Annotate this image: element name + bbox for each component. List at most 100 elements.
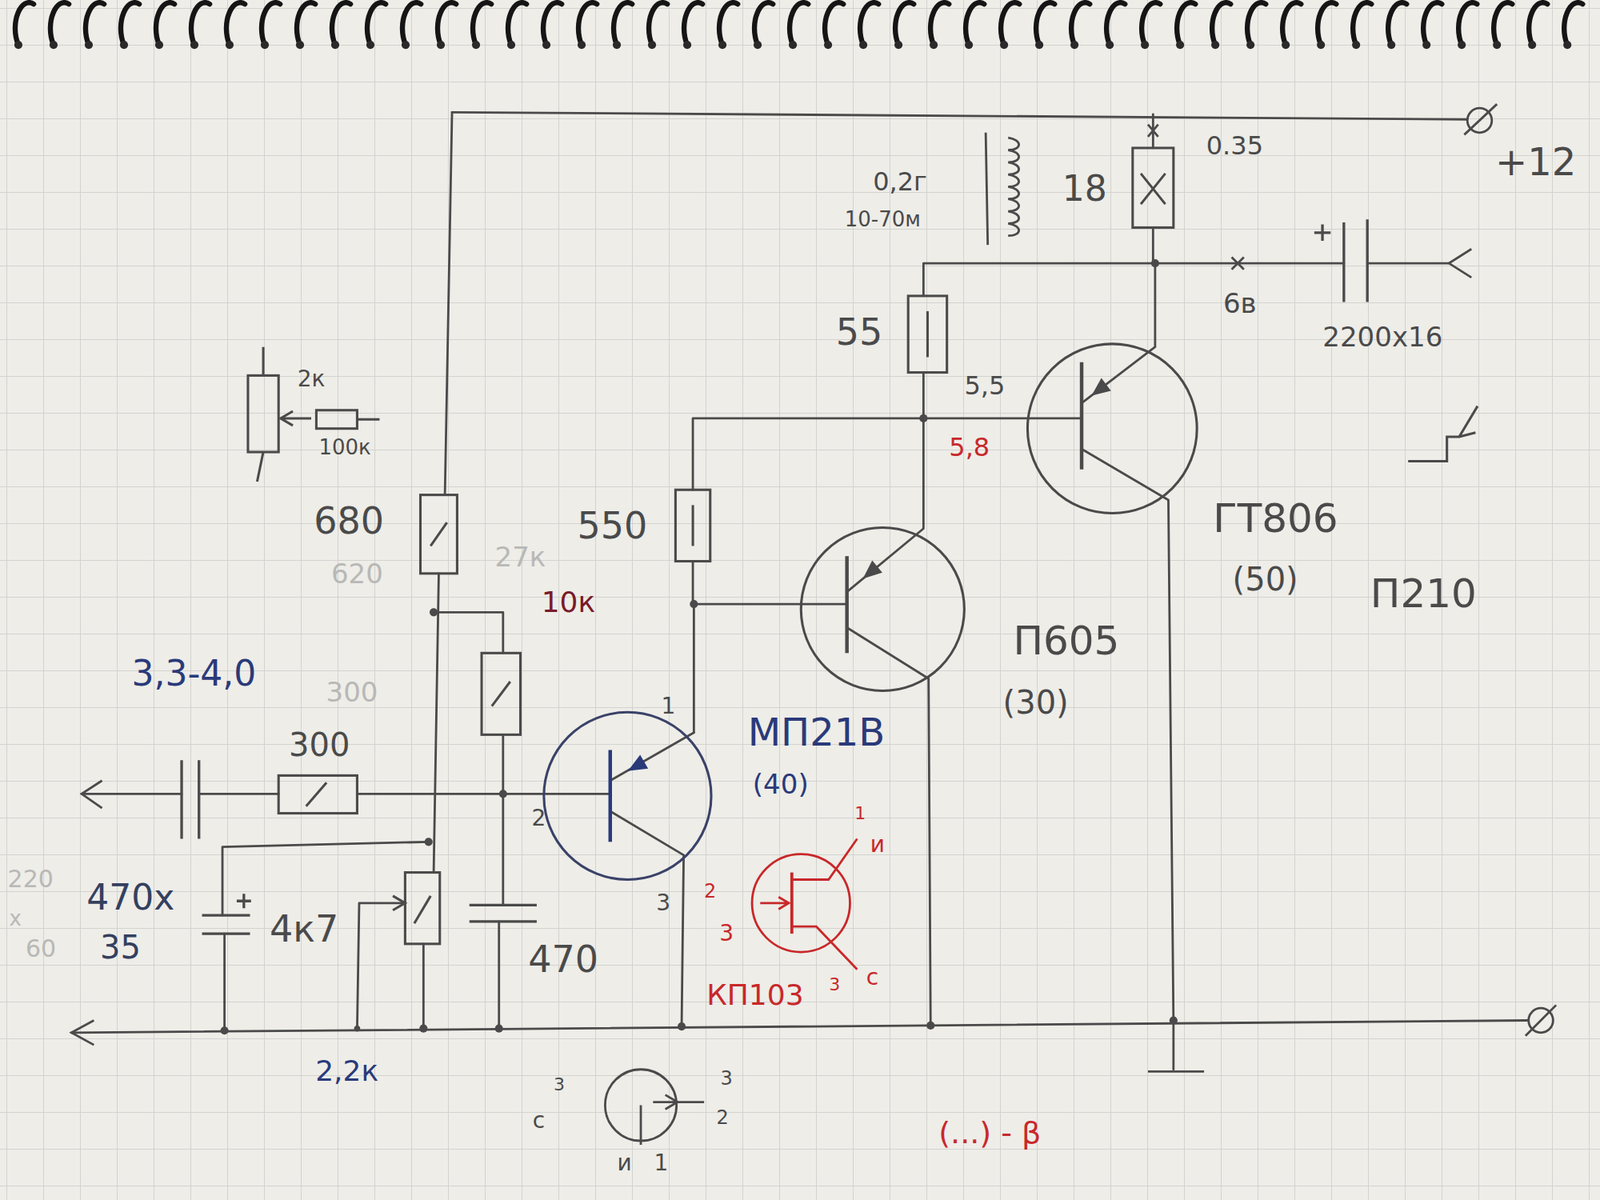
- binding-loop: [1458, 2, 1477, 45]
- potentiometer-symbol: [392, 896, 405, 911]
- capacitor-symbol: [202, 893, 252, 934]
- binding-hole: [964, 40, 973, 49]
- inductor-symbol: [985, 132, 988, 245]
- binding-loop: [684, 2, 703, 45]
- binding-loop: [824, 2, 844, 45]
- binding-loop: [402, 2, 421, 45]
- pin-number: 2: [716, 1108, 728, 1128]
- binding-hole: [1140, 40, 1149, 49]
- potentiometer-symbol: [248, 347, 440, 944]
- potentiometer-symbol: [404, 872, 440, 944]
- resistor-symbol: [481, 652, 520, 735]
- gain-value: (30): [1003, 686, 1069, 719]
- wire: [452, 112, 1468, 120]
- spiral-binding: [14, 2, 1583, 49]
- wire: [71, 1020, 1528, 1033]
- pin-name: и: [870, 833, 885, 856]
- pinout-symbol: [640, 1095, 704, 1146]
- junction-dot: [919, 414, 928, 423]
- potentiometer-symbol: [248, 375, 279, 452]
- binding-loop: [472, 2, 492, 45]
- wire: [1081, 263, 1174, 1070]
- inductor-symbol: [1008, 137, 1019, 236]
- pin-number: 3: [553, 1076, 565, 1094]
- binding-loop: [156, 2, 175, 45]
- voltage-value: 3,3-4,0: [131, 656, 256, 692]
- binding-loop: [1247, 2, 1266, 45]
- junction-dot: [1151, 259, 1160, 268]
- binding-hole: [331, 40, 340, 49]
- binding-loop: [578, 2, 597, 45]
- binding-loop: [648, 2, 668, 45]
- binding-hole: [542, 40, 551, 49]
- binding-loop: [789, 2, 808, 45]
- transistor-symbol: [1080, 362, 1084, 470]
- binding-hole: [14, 40, 23, 49]
- terminal-symbol: [1525, 1004, 1556, 1036]
- binding-hole: [1211, 40, 1220, 49]
- binding-hole: [366, 40, 375, 49]
- binding-hole: [929, 40, 938, 49]
- junction-dot: [926, 1021, 935, 1030]
- terminal-symbol: [1448, 248, 1472, 278]
- resistor-symbol: [1132, 148, 1174, 228]
- pin-number: 2: [704, 881, 716, 901]
- binding-hole: [1281, 40, 1290, 49]
- junction-dot: [419, 1024, 428, 1033]
- resistor-symbol: [692, 504, 695, 546]
- binding-hole: [1246, 40, 1255, 49]
- terminal-symbol: [71, 104, 1556, 1072]
- capacitor-value: 470: [528, 940, 599, 978]
- capacitor-value: 35: [100, 931, 141, 964]
- wire: [423, 112, 452, 1028]
- resistor-symbol: [278, 775, 357, 813]
- gain-value: (50): [1232, 563, 1299, 596]
- junction-dot: [220, 259, 1178, 1035]
- binding-loop: [1564, 2, 1583, 45]
- junction-dot: [495, 1024, 504, 1033]
- voltage-value: 5,8: [948, 434, 990, 460]
- resistance-value: 10-70м: [844, 208, 921, 230]
- binding-hole: [1492, 40, 1501, 49]
- resistor-symbol: [278, 148, 1174, 814]
- resistor-value: 2,2к: [315, 1056, 379, 1086]
- binding-hole: [190, 40, 199, 49]
- binding-hole: [1387, 40, 1396, 49]
- erased-value: 620: [331, 560, 384, 588]
- binding-loop: [508, 2, 527, 45]
- binding-hole: [225, 40, 234, 49]
- transistor-symbol: [865, 562, 881, 576]
- pin-number: 3: [719, 922, 734, 945]
- pin-name: с: [866, 966, 879, 989]
- binding-hole: [507, 40, 516, 49]
- pin-name: и: [617, 1152, 632, 1175]
- gain-value: (40): [752, 770, 809, 798]
- capacitor-symbol: [1314, 219, 1368, 302]
- resistor-value: 100к: [318, 436, 371, 458]
- binding-hole: [718, 40, 727, 49]
- wire: [693, 603, 847, 606]
- junction-dot: [1169, 1016, 1178, 1024]
- transistor-symbol: [800, 527, 964, 691]
- wire: [71, 112, 1528, 1069]
- junction-dot: [220, 1026, 229, 1035]
- binding-loop: [860, 2, 879, 45]
- binding-loop: [437, 2, 456, 45]
- junction-dot: [689, 600, 698, 608]
- current-value: 0.35: [1206, 132, 1264, 159]
- resistor-symbol: [420, 495, 458, 574]
- binding-loop: [613, 2, 632, 45]
- resistor-symbol: [908, 296, 947, 373]
- speaker-symbol: [1408, 406, 1478, 462]
- junction-dot: [429, 608, 438, 616]
- resistor-symbol: [1140, 173, 1166, 204]
- wire: [222, 841, 429, 1031]
- junction-dot: [424, 837, 433, 846]
- binding-hole: [260, 40, 269, 49]
- erased-value: 300: [326, 678, 379, 706]
- binding-loop: [543, 2, 562, 45]
- binding-hole: [296, 40, 304, 49]
- resistor-symbol: [306, 782, 328, 806]
- erased-value: 60: [25, 936, 56, 961]
